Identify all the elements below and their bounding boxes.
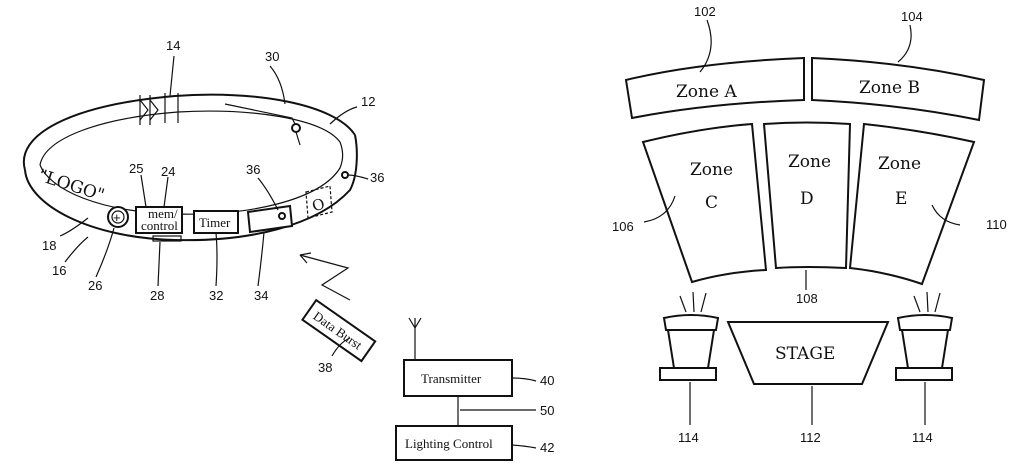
led-housing-34 [246, 204, 294, 234]
venue-leader-lines [643, 19, 961, 425]
zone-a [624, 56, 805, 120]
transmitter-box [403, 359, 513, 397]
ref-30: 30 [265, 49, 279, 64]
break-zigzag [139, 99, 159, 121]
antenna-icon [408, 317, 422, 360]
ref-114-right: 114 [912, 430, 933, 445]
band-top-edge [22, 93, 356, 171]
plus-icon: + [113, 210, 121, 225]
button-26 [107, 206, 129, 228]
ref-36-side: 36 [370, 170, 384, 185]
light-beams-left [679, 291, 707, 313]
ref-16: 16 [52, 263, 66, 278]
led-36 [278, 212, 286, 220]
ref-14: 14 [166, 38, 180, 53]
ref-18: 18 [42, 238, 56, 253]
zone-a-label: Zone A [676, 82, 737, 102]
band-break-14 [139, 93, 179, 125]
ref-114-left: 114 [678, 430, 699, 445]
stage-light-right [895, 291, 954, 381]
ref-112: 112 [800, 430, 821, 445]
antenna-node [291, 123, 301, 133]
light-base-right [895, 367, 953, 381]
wristband-figure: "LOGO" + mem/ control Timer O Data Burst [22, 38, 554, 461]
ref-24: 24 [161, 164, 175, 179]
ref-12: 12 [361, 94, 375, 109]
light-body-right [900, 329, 950, 369]
button-ring [111, 210, 125, 224]
leader-lines [59, 55, 537, 449]
control-label: control [141, 218, 178, 233]
timer-label: Timer [199, 215, 231, 230]
band-inner-edge [39, 110, 341, 166]
ref-50: 50 [540, 403, 554, 418]
lighting-control-label: Lighting Control [405, 436, 493, 451]
ref-32: 32 [209, 288, 223, 303]
ref-42: 42 [540, 440, 554, 455]
zone-d-label-1: Zone [788, 152, 831, 172]
stage-label: STAGE [775, 344, 835, 364]
battery-28 [152, 235, 182, 242]
ref-28: 28 [150, 288, 164, 303]
zone-d-label-2: D [800, 189, 814, 209]
zone-c-label-1: Zone [690, 160, 733, 180]
ref-108: 108 [796, 291, 818, 306]
stage [726, 321, 890, 385]
arrow-head [299, 252, 312, 264]
antenna-lead [295, 131, 301, 146]
sensor-symbol: O [310, 194, 328, 215]
zone-e-label-2: E [895, 189, 907, 209]
ref-38: 38 [318, 360, 332, 375]
light-lens-left [662, 314, 720, 331]
zone-c-label-2: C [705, 193, 718, 213]
ref-34: 34 [254, 288, 268, 303]
transmitter-label: Transmitter [421, 371, 482, 386]
antenna-trace-30 [224, 103, 297, 127]
data-burst-rect [301, 298, 377, 363]
zone-b [811, 56, 986, 122]
light-body-left [666, 329, 716, 369]
ref-40: 40 [540, 373, 554, 388]
band-bottom-edge [24, 134, 358, 242]
ref-106: 106 [612, 219, 634, 234]
ref-104: 104 [901, 9, 923, 24]
light-base-left [659, 367, 717, 381]
ref-25: 25 [129, 161, 143, 176]
zone-c [641, 122, 768, 284]
ref-36-led: 36 [246, 162, 260, 177]
mem-label: mem/ [148, 206, 178, 221]
band-logo-text: "LOGO" [36, 166, 107, 206]
sensor-window [305, 185, 333, 219]
ref-102: 102 [694, 4, 716, 19]
lighting-control-box [395, 425, 513, 461]
zone-b-label: Zone B [859, 78, 920, 98]
stage-light-left [659, 291, 720, 381]
zone-d [762, 121, 852, 270]
band-front-edge [39, 141, 344, 215]
data-burst-box: Data Burst [301, 298, 377, 363]
ref-110: 110 [986, 217, 1007, 232]
led-36-side [341, 171, 349, 179]
light-lens-right [896, 314, 954, 331]
ref-26: 26 [88, 278, 102, 293]
light-beams-right [913, 291, 941, 313]
zone-e [848, 122, 976, 286]
data-burst-arrow [299, 254, 351, 301]
venue-figure: Zone A Zone B Zone C Zone D Zone E STAGE [612, 4, 1007, 445]
mem-control-box [135, 206, 183, 234]
zone-e-label-1: Zone [878, 154, 921, 174]
